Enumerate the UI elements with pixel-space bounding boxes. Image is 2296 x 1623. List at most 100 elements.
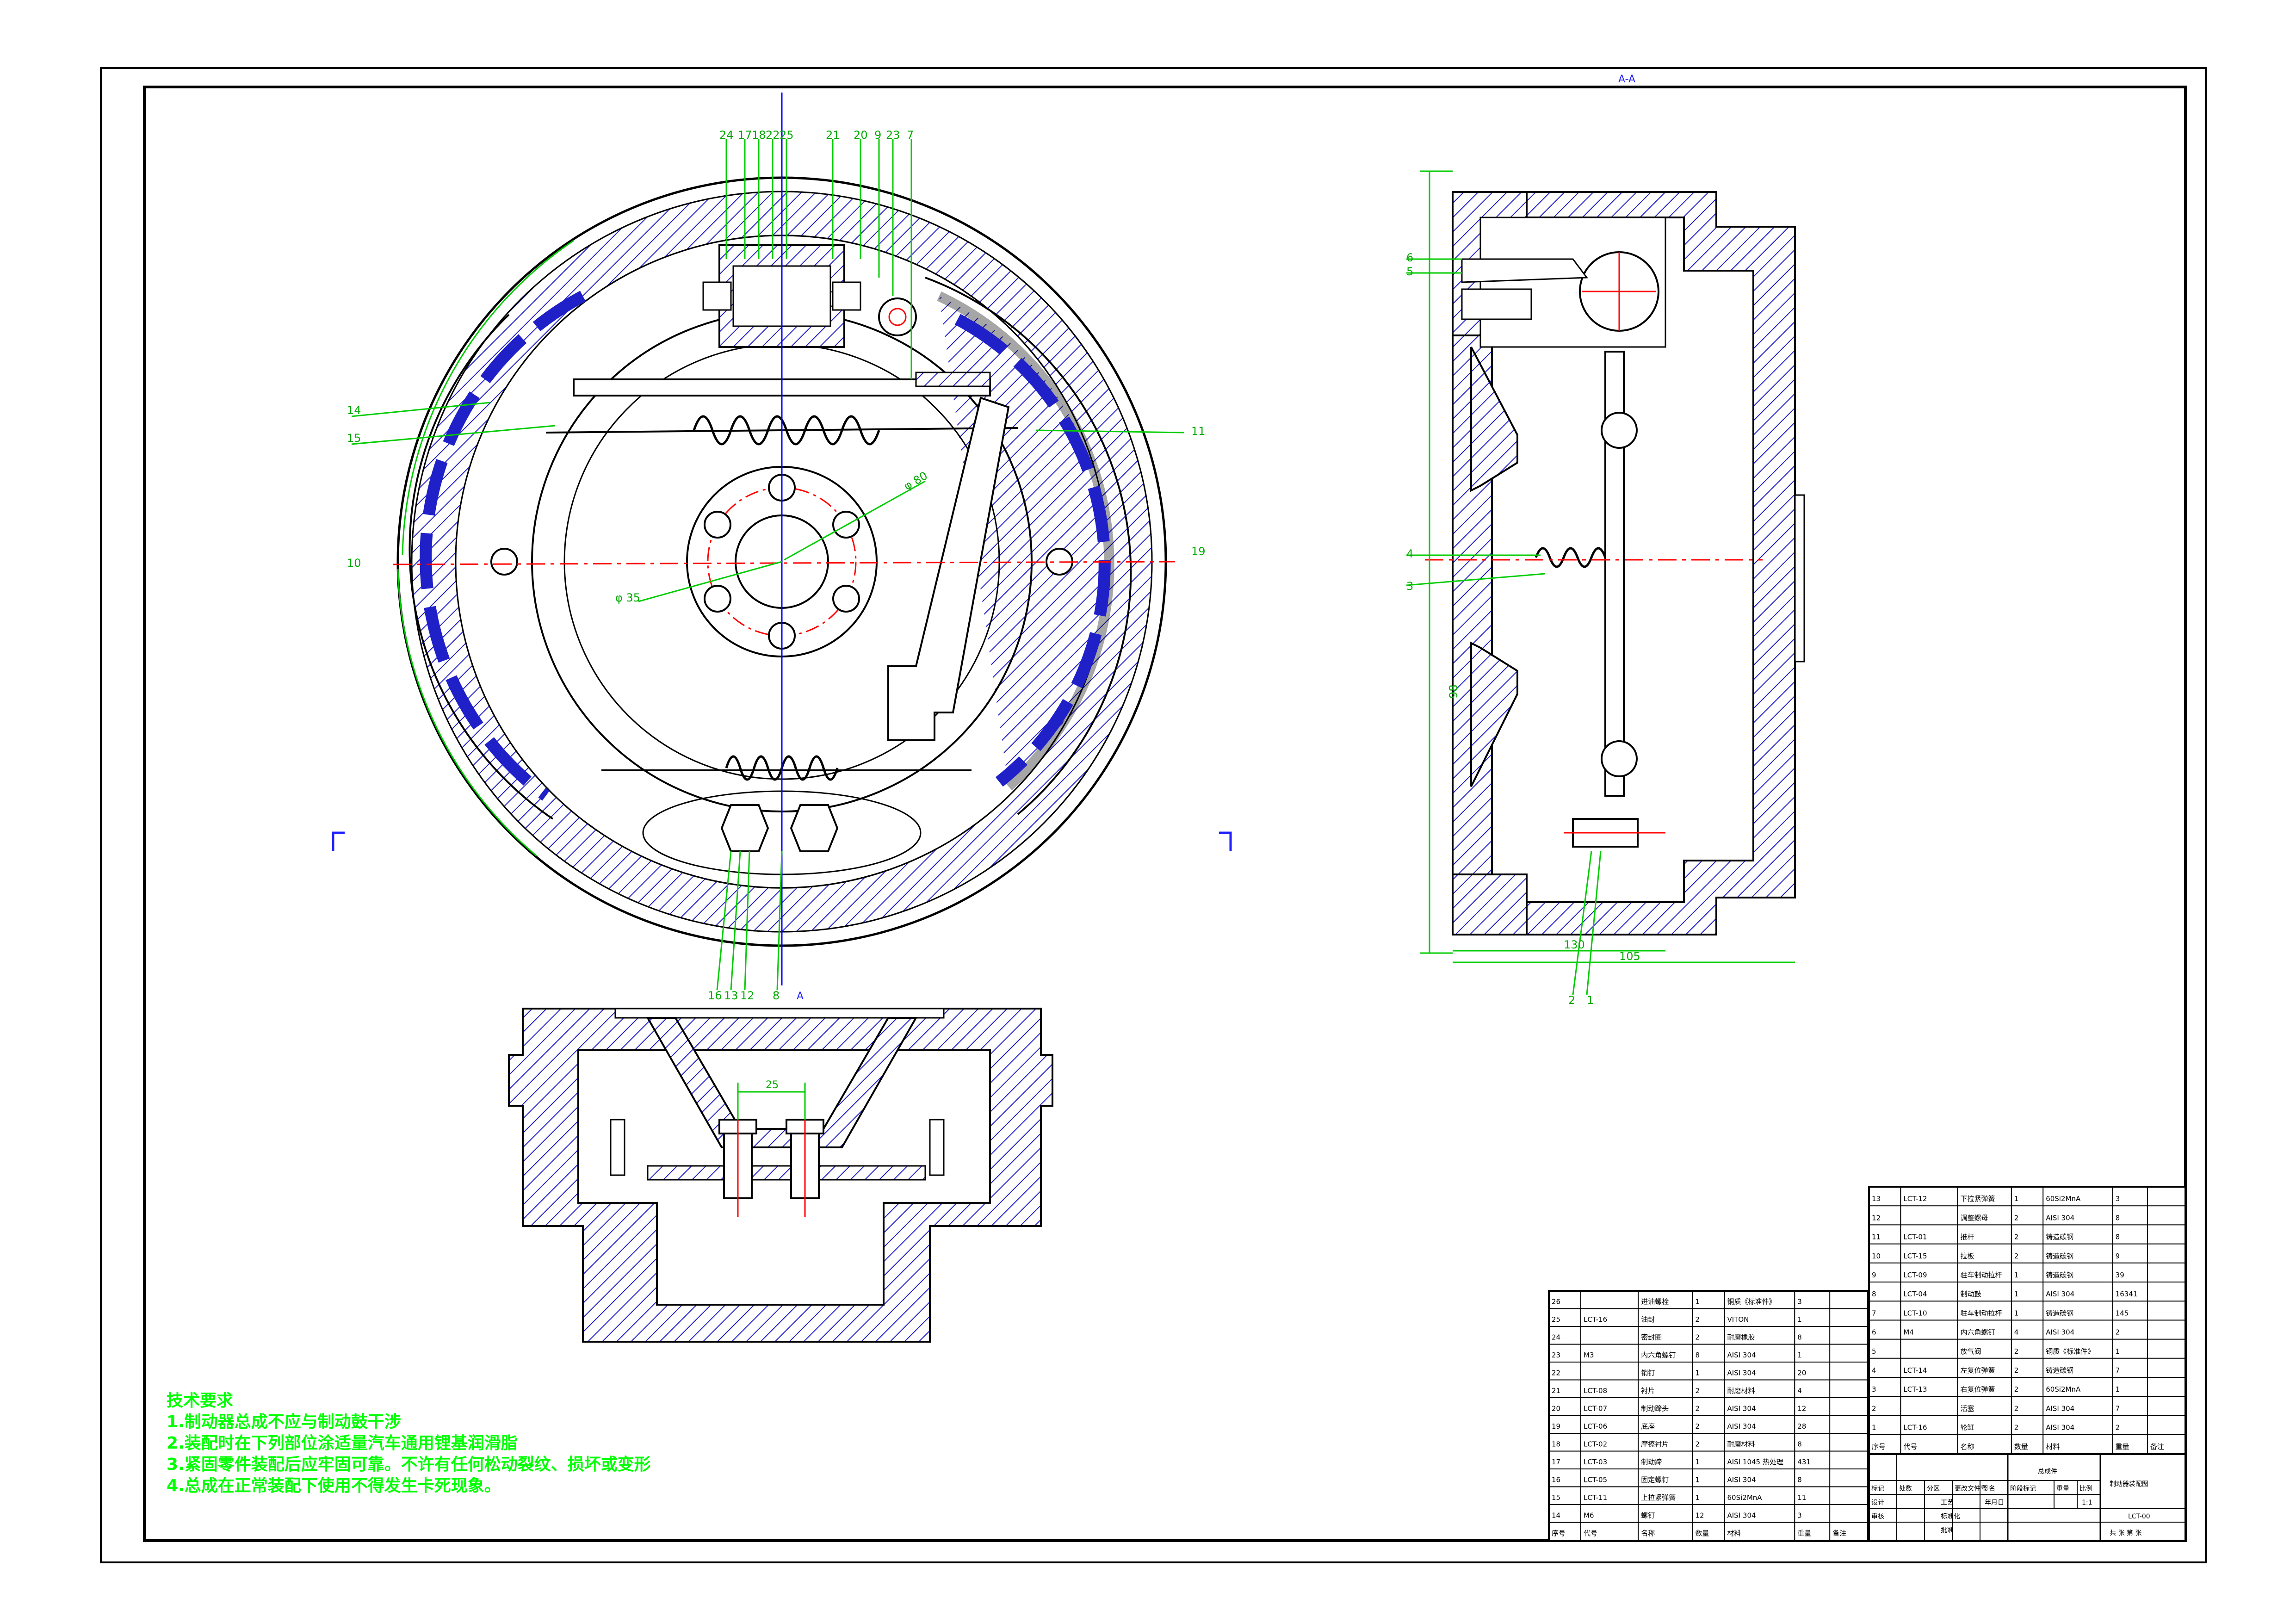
bom-right-cell: 重量 (2116, 1443, 2129, 1451)
bom-left-cell: 16 (1552, 1476, 1560, 1484)
bom-left-cell: 油封 (1641, 1315, 1655, 1324)
bom-right-cell: LCT-12 (1903, 1195, 1927, 1203)
tb-scale: 1:1 (2082, 1499, 2092, 1506)
bom-right-cell: 放气阀 (1961, 1347, 1981, 1356)
bom-right-cell: LCT-04 (1903, 1290, 1927, 1298)
bom-right-cell: 2 (2116, 1328, 2120, 1337)
bom-left-cell: 备注 (1832, 1529, 1846, 1537)
bom-right-cell: 驻车制动拉杆 (1961, 1309, 2002, 1317)
bom-right-cell: 2 (2014, 1233, 2019, 1241)
tb-row-label-2: 分区 (1927, 1485, 1940, 1493)
tb-row-label-0: 标记 (1871, 1485, 1884, 1493)
side-label-1: 1 (1587, 994, 1594, 1007)
bom-right-cell: AISI 304 (2046, 1290, 2074, 1298)
bom-left-cell: 数量 (1696, 1529, 1709, 1537)
bom-left-cell: 20 (1552, 1405, 1560, 1413)
tb-weight-label: 重量 (2056, 1485, 2069, 1493)
bom-right-cell: 1 (2014, 1271, 2019, 1279)
bom-right-cell: 推杆 (1961, 1233, 1974, 1241)
bom-right-cell: AISI 304 (2046, 1424, 2074, 1432)
bom-left-cell: LCT-11 (1584, 1493, 1607, 1502)
bom-left-cell: 8 (1797, 1333, 1802, 1342)
bom-left-cell: AISI 304 (1727, 1351, 1756, 1359)
bom-right-cell: 7 (2116, 1404, 2120, 1412)
section-mark-top: A-A (1618, 74, 1635, 85)
bom-right-cell: 2 (2014, 1347, 2019, 1356)
balloon-7: 7 (907, 129, 914, 142)
balloon-21: 21 (826, 129, 840, 142)
balloon-8: 8 (773, 989, 780, 1002)
balloon-9: 9 (874, 129, 881, 142)
bom-right-cell: 10 (1872, 1252, 1881, 1260)
bom-left-cell: 1 (1797, 1315, 1802, 1324)
bom-right-cell: LCT-15 (1903, 1252, 1927, 1260)
bom-right-cell: 4 (2014, 1328, 2019, 1337)
bom-left-cell: 2 (1696, 1440, 1700, 1449)
bom-left-cell: 28 (1797, 1422, 1806, 1431)
bom-right-cell: 内六角螺钉 (1961, 1328, 1995, 1337)
bom-right-cell: 驻车制动拉杆 (1961, 1271, 2002, 1279)
bom-left-cell: M3 (1584, 1351, 1594, 1359)
balloon-12: 12 (740, 989, 755, 1002)
bom-right-cell: 1 (2014, 1309, 2019, 1317)
tb-role-1: 审核 (1871, 1513, 1884, 1520)
balloon-24: 24 (719, 129, 734, 142)
bom-right-cell: 铸造碳钢 (2046, 1233, 2073, 1241)
tb-drawing-no: LCT-00 (2128, 1513, 2150, 1520)
bom-left-cell: 密封圈 (1641, 1333, 1662, 1342)
bom-left-cell: 2 (1696, 1405, 1700, 1413)
balloon-25: 25 (780, 129, 794, 142)
bom-right-cell: 铜质《标准件》 (2046, 1347, 2094, 1356)
bom-right-cell: LCT-13 (1903, 1385, 1927, 1394)
bom-right-cell: 铸造碳钢 (2046, 1366, 2073, 1375)
bom-right-cell: AISI 304 (2046, 1404, 2074, 1412)
bom-left-cell: 15 (1552, 1493, 1560, 1502)
bom-left-cell: 14 (1552, 1511, 1560, 1520)
bom-left-cell: 25 (1552, 1315, 1560, 1324)
tech-title: 技术要求 (167, 1391, 234, 1410)
side-view: 6 5 4 3 2 1 98 130 105 (1406, 170, 1805, 1007)
bom-left-cell: 1 (1696, 1369, 1700, 1377)
tb-row-label-4: 签名 (1982, 1485, 1995, 1493)
bom-right-cell: 2 (2014, 1404, 2019, 1412)
technical-requirements: 技术要求 1.制动器总成不应与制动鼓干涉 2.装配时在下列部位涂适量汽车通用锂基… (167, 1390, 651, 1497)
tb-role-4: 标准化 (1941, 1513, 1960, 1520)
bom-right-cell: 数量 (2014, 1443, 2028, 1451)
balloon-23: 23 (886, 129, 900, 142)
tb-drawing-name: 制动器装配图 (2110, 1481, 2148, 1488)
balloon-13: 13 (724, 989, 738, 1002)
bom-left-cell: 23 (1552, 1351, 1560, 1359)
label-19: 19 (1191, 545, 1206, 558)
bom-left-cell: 1 (1696, 1458, 1700, 1466)
bom-right-cell: 8 (2116, 1214, 2120, 1222)
bom-right-cell: 11 (1872, 1233, 1881, 1241)
bom-left-cell: VITON (1727, 1315, 1749, 1324)
bom-left-cell: 螺钉 (1641, 1511, 1655, 1520)
bom-left-cell: 17 (1552, 1458, 1560, 1466)
bom-left-cell: 耐磨材料 (1727, 1440, 1755, 1449)
outer-border (100, 67, 2207, 1563)
label-11: 11 (1191, 425, 1206, 438)
bottom-dim-25: 25 (766, 1079, 779, 1091)
tb-company: 总成件 (2038, 1468, 2057, 1475)
tech-item-4: 4.总成在正常装配下使用不得发生卡死现象。 (167, 1476, 501, 1495)
bom-left-cell: AISI 304 (1727, 1369, 1756, 1377)
tb-row-label-3: 更改文件号 (1955, 1485, 1987, 1493)
bom-right-cell: 39 (2116, 1271, 2124, 1279)
bom-right-cell: 铸造碳钢 (2046, 1271, 2073, 1279)
bom-right-cell: 制动鼓 (1961, 1290, 1981, 1298)
balloon-16: 16 (708, 989, 722, 1002)
bom-right-cell: AISI 304 (2046, 1214, 2074, 1222)
bom-left-cell: 60Si2MnA (1727, 1493, 1763, 1502)
bom-left-cell: 铜质《标准件》 (1727, 1298, 1776, 1306)
tech-item-3: 3.紧固零件装配后应牢固可靠。不许有任何松动裂纹、损坏或变形 (167, 1455, 651, 1474)
bom-right-cell: 2 (2014, 1424, 2019, 1432)
bom-left-cell: LCT-16 (1584, 1315, 1607, 1324)
bom-right-cell: 2 (2014, 1366, 2019, 1375)
tb-role-0: 设计 (1871, 1499, 1884, 1506)
bom-left-cell: 11 (1797, 1493, 1806, 1502)
bom-right-cell: 2 (2014, 1252, 2019, 1260)
bom-left-cell: AISI 304 (1727, 1422, 1756, 1431)
bom-left-cell: 耐磨橡胶 (1727, 1333, 1755, 1342)
